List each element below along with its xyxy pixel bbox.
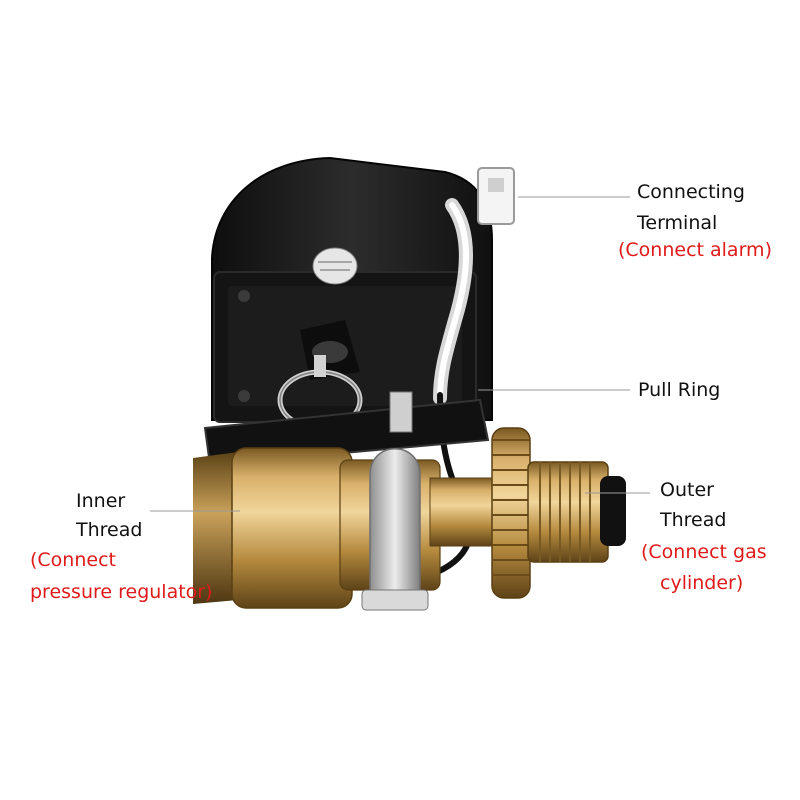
note-connect-pressure-regulator-2: pressure regulator) (30, 581, 213, 603)
leader-lines (150, 196, 650, 512)
steel-clamp (361, 391, 429, 611)
label-outer-thread-line2: Thread (660, 509, 727, 531)
brass-outer-thread-fitting (527, 461, 626, 563)
label-connecting-terminal-line2: Terminal (637, 212, 718, 234)
label-pull-ring: Pull Ring (638, 379, 721, 401)
label-inner-thread-line2: Thread (76, 519, 143, 541)
label-outer-thread-line1: Outer (660, 479, 714, 501)
brass-pipe (429, 477, 501, 547)
note-connect-pressure-regulator-1: (Connect (30, 549, 116, 571)
pull-ring (277, 355, 363, 431)
gear-nut (491, 427, 531, 599)
label-inner-thread-line1: Inner (76, 490, 126, 512)
label-connecting-terminal-line1: Connecting (637, 181, 745, 203)
qc-pass-sticker (312, 247, 358, 285)
note-connect-gas-cylinder-2: cylinder) (660, 572, 744, 594)
note-connect-gas-cylinder-1: (Connect gas (641, 541, 767, 563)
note-connect-alarm: (Connect alarm) (618, 239, 772, 261)
